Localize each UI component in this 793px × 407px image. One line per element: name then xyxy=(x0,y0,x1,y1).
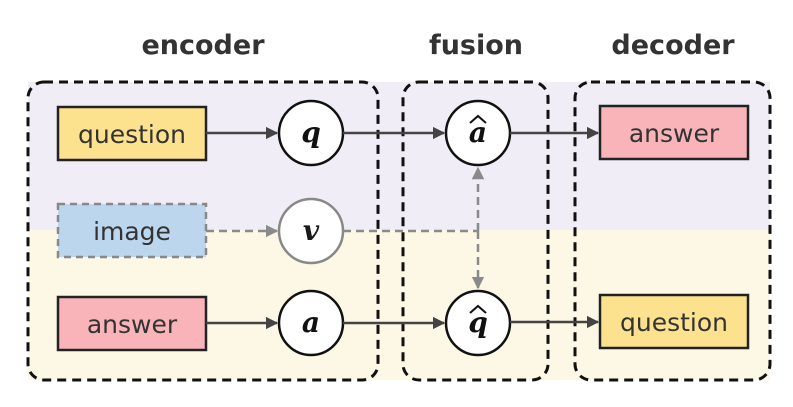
stage-title-decoder: decoder xyxy=(611,30,735,61)
node-a-hat-label: a xyxy=(469,116,487,149)
input-question-label: question xyxy=(78,120,186,149)
input-image-box xyxy=(56,202,208,259)
fusion-container xyxy=(401,80,550,382)
output-answer-label: answer xyxy=(629,119,720,148)
node-q-hat-hat xyxy=(469,304,487,314)
output-question-label: question xyxy=(620,308,728,337)
encoder-container xyxy=(26,80,380,382)
node-a-label: a xyxy=(302,306,320,339)
stage-title-fusion: fusion xyxy=(429,30,523,61)
node-v-label: v xyxy=(303,214,320,247)
decoder-container xyxy=(573,80,772,382)
node-a-hat-hat xyxy=(469,114,487,124)
output-answer-box xyxy=(598,104,750,161)
input-question-box xyxy=(56,105,208,162)
node-q-label: q xyxy=(301,116,321,149)
input-answer-label: answer xyxy=(87,310,178,339)
input-image-label: image xyxy=(93,217,171,246)
stage-title-encoder: encoder xyxy=(141,30,265,61)
output-question-box xyxy=(598,293,750,350)
node-q-hat-label: q xyxy=(468,306,488,339)
